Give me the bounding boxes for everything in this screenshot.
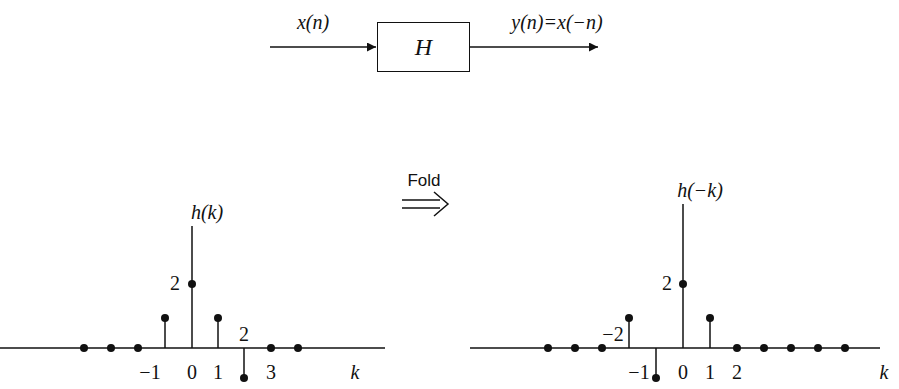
signal-name: y(n)=x(−n) xyxy=(511,12,602,32)
input-arrow xyxy=(270,46,376,48)
signal-name: x(n) xyxy=(297,12,329,32)
axis-name: k xyxy=(351,362,360,382)
stem-dots xyxy=(80,280,849,382)
axis-tick: −1 xyxy=(628,362,649,382)
system-box: H xyxy=(377,22,470,72)
axis-tick: −1 xyxy=(139,362,160,382)
axis-tick: 2 xyxy=(239,324,249,344)
right-stem-plot xyxy=(470,204,880,378)
axis-title: h(−k) xyxy=(677,180,723,200)
axis-tick: 3 xyxy=(266,362,276,382)
stem-value: 2 xyxy=(662,273,672,293)
fold-arrow xyxy=(402,192,448,216)
output-arrow xyxy=(470,46,598,48)
left-stem-plot xyxy=(0,226,385,378)
axis-tick: 0 xyxy=(187,362,197,382)
axis-title: h(k) xyxy=(191,202,223,222)
axis-tick: 1 xyxy=(213,362,223,382)
axis-tick: 0 xyxy=(678,362,688,382)
axis-tick: 1 xyxy=(705,362,715,382)
operation-label: Fold xyxy=(407,172,440,189)
system-name: H xyxy=(415,34,432,61)
axis-tick: 2 xyxy=(732,362,742,382)
axis-tick: −2 xyxy=(602,324,623,344)
stem-value: 2 xyxy=(170,273,180,293)
axis-name: k xyxy=(880,362,889,382)
